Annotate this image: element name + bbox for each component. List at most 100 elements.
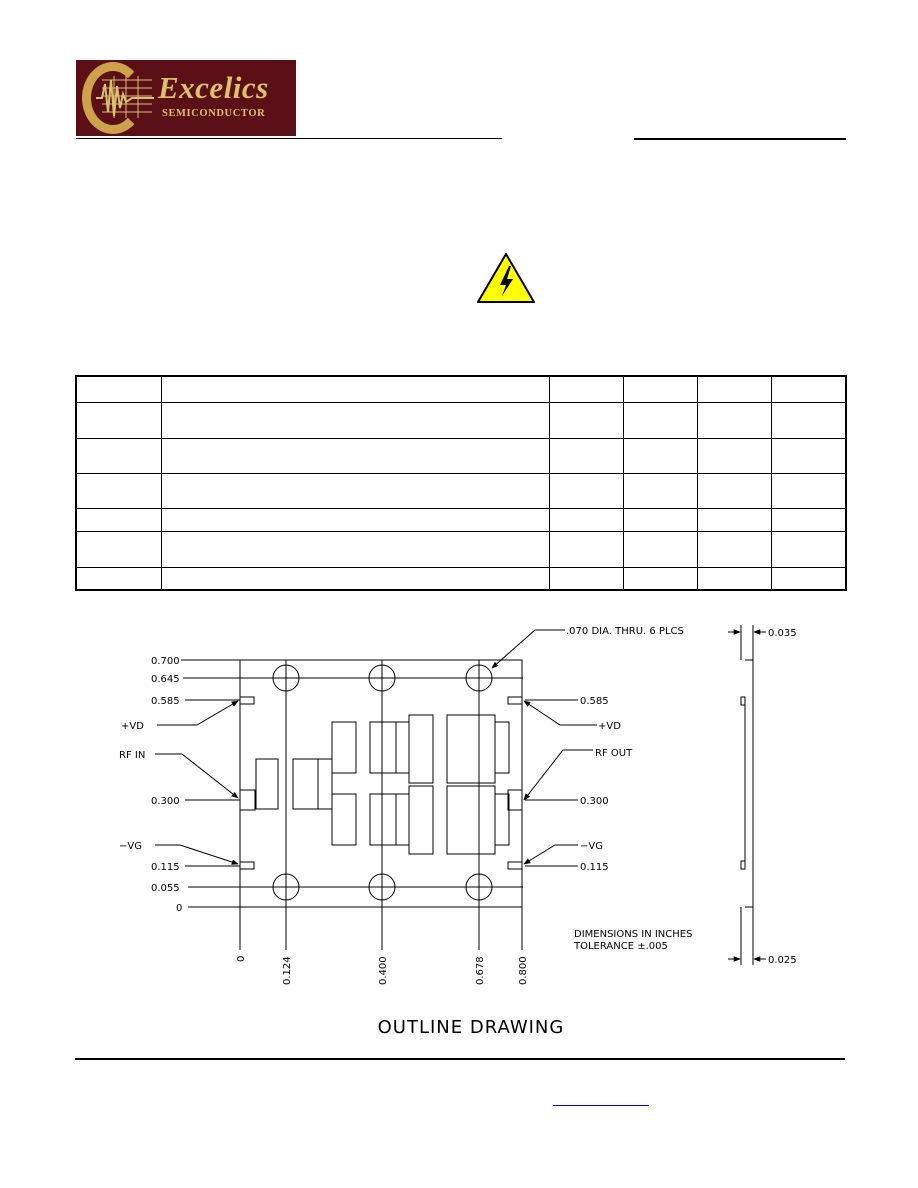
pin-label-rf-out: RF OUT bbox=[595, 748, 633, 759]
table-cell bbox=[622, 530, 698, 568]
x-label-0400: 0.400 bbox=[378, 956, 389, 985]
table-cell bbox=[548, 566, 624, 591]
table-cell bbox=[75, 472, 162, 509]
mounting-hole bbox=[465, 664, 493, 692]
table-cell bbox=[770, 530, 847, 568]
table-cell bbox=[75, 530, 162, 568]
component bbox=[494, 793, 510, 846]
table-cell bbox=[622, 437, 698, 474]
logo-subtitle: SEMICONDUCTOR bbox=[162, 108, 266, 119]
x-label-0124: 0.124 bbox=[282, 956, 293, 985]
y-label-0115-right: 0.115 bbox=[580, 862, 609, 873]
table-cell bbox=[696, 507, 772, 532]
footer-link-underline[interactable] bbox=[553, 1104, 649, 1106]
table-row bbox=[75, 507, 847, 532]
side-pin-top bbox=[740, 696, 746, 706]
table-cell bbox=[622, 375, 698, 403]
header-rule-left bbox=[76, 138, 502, 139]
component bbox=[494, 721, 510, 774]
table-row bbox=[75, 472, 847, 509]
component bbox=[317, 758, 333, 810]
side-dim-bottom: 0.025 bbox=[768, 955, 797, 966]
table-cell bbox=[770, 566, 847, 591]
table-cell bbox=[548, 472, 624, 509]
component bbox=[292, 758, 319, 810]
company-logo: Excelics SEMICONDUCTOR bbox=[76, 60, 296, 136]
component bbox=[446, 714, 496, 784]
table-cell bbox=[696, 566, 772, 591]
drawing-title: OUTLINE DRAWING bbox=[378, 1017, 565, 1038]
table-cell bbox=[770, 472, 847, 509]
hole-leader bbox=[491, 629, 565, 669]
table-cell bbox=[696, 375, 772, 403]
mounting-hole bbox=[465, 873, 493, 901]
hole-callout: .070 DIA. THRU. 6 PLCS bbox=[566, 626, 684, 637]
pin-label-vd-left: +VD bbox=[121, 721, 144, 732]
rf-in-pad bbox=[239, 789, 256, 811]
y-label-0300-left: 0.300 bbox=[151, 796, 180, 807]
y-label-0585-right: 0.585 bbox=[580, 696, 609, 707]
logo-swoosh bbox=[82, 62, 144, 134]
logo-name: Excelics bbox=[158, 70, 269, 105]
high-voltage-warning-icon bbox=[477, 253, 535, 303]
y-label-0645: 0.645 bbox=[151, 674, 180, 685]
table-cell bbox=[696, 437, 772, 474]
side-view-outline bbox=[745, 659, 754, 908]
table-cell bbox=[622, 401, 698, 439]
mounting-hole bbox=[368, 664, 396, 692]
table-row bbox=[75, 375, 847, 403]
vd-pad-left bbox=[239, 696, 255, 705]
package-outline bbox=[239, 659, 523, 908]
table-row bbox=[75, 401, 847, 439]
component bbox=[331, 721, 357, 774]
table-cell bbox=[75, 507, 162, 532]
pin-label-vd-right: +VD bbox=[598, 721, 621, 732]
y-label-0055: 0.055 bbox=[151, 883, 180, 894]
mounting-hole bbox=[272, 664, 300, 692]
mounting-hole bbox=[272, 873, 300, 901]
component bbox=[369, 721, 397, 774]
side-pin-bottom bbox=[740, 860, 746, 870]
table-cell bbox=[696, 401, 772, 439]
table-cell bbox=[548, 530, 624, 568]
x-label-0800: 0.800 bbox=[518, 956, 529, 985]
table-cell bbox=[770, 507, 847, 532]
rf-out-pad bbox=[507, 789, 523, 811]
table-cell bbox=[622, 566, 698, 591]
vd-pad-right bbox=[507, 696, 523, 705]
y-label-0585-left: 0.585 bbox=[151, 696, 180, 707]
table-cell bbox=[160, 437, 550, 474]
table-cell bbox=[696, 472, 772, 509]
vg-pad-right bbox=[507, 861, 523, 870]
vg-leader-right bbox=[523, 844, 578, 865]
component bbox=[395, 793, 410, 846]
table-cell bbox=[770, 375, 847, 403]
y-label-0115-left: 0.115 bbox=[151, 862, 180, 873]
vg-pad-left bbox=[239, 861, 255, 870]
vg-leader-left bbox=[155, 844, 239, 865]
dimension-note-tolerance: TOLERANCE ±.005 bbox=[573, 941, 668, 952]
component bbox=[446, 785, 496, 855]
y-label-0: 0 bbox=[176, 903, 182, 914]
table-cell bbox=[622, 507, 698, 532]
outline-drawing: .070 DIA. THRU. 6 PLCS 0.700 0.645 0.585… bbox=[119, 625, 797, 1038]
spec-table bbox=[75, 375, 847, 591]
table-cell bbox=[160, 507, 550, 532]
table-cell bbox=[548, 375, 624, 403]
table-cell bbox=[770, 401, 847, 439]
pin-label-vg-left: −VG bbox=[119, 841, 142, 852]
pin-label-vg-right: −VG bbox=[580, 841, 603, 852]
footer-rule bbox=[75, 1058, 845, 1060]
table-cell bbox=[75, 566, 162, 591]
component bbox=[408, 714, 434, 784]
table-cell bbox=[770, 437, 847, 474]
table-cell bbox=[160, 472, 550, 509]
table-row bbox=[75, 530, 847, 568]
mounting-hole bbox=[368, 873, 396, 901]
table-cell bbox=[75, 375, 162, 403]
component bbox=[255, 758, 279, 810]
table-cell bbox=[75, 437, 162, 474]
table-cell bbox=[622, 472, 698, 509]
component bbox=[395, 721, 410, 774]
table-cell bbox=[696, 530, 772, 568]
